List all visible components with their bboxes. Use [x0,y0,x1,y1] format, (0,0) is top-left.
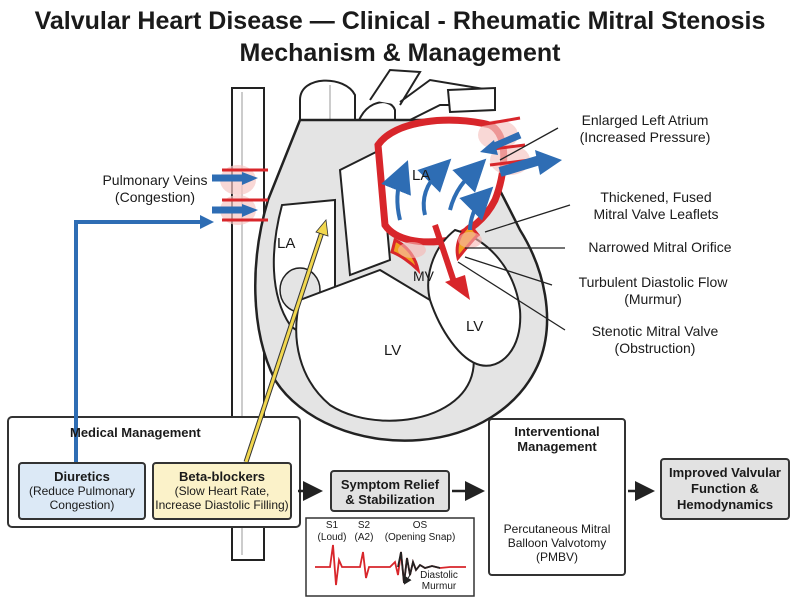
label-turbulent-flow: Turbulent Diastolic Flow (Murmur) [578,274,728,307]
turbulent-flow-arrow [432,224,458,286]
la-flow-arrows [381,158,494,231]
phono-os: OS (Opening Snap) [384,520,456,543]
label-enlarged-la: Enlarged Left Atrium (Increased Pressure… [579,112,711,145]
label-pulmonary-veins: Pulmonary Veins (Congestion) [102,172,208,205]
diuretic-link-arrow [74,220,205,462]
leader-lines [457,127,571,331]
phono-murmur: Diastolic Murmur [420,570,458,592]
outcome-box: Improved Valvular Function & Hemodynamic… [660,458,790,520]
diuretics-title: Diuretics [54,469,110,484]
symptom-relief-box: Symptom Relief & Stabilization [330,470,450,512]
large-ventricle-chamber [295,268,475,422]
label-stenotic-valve: Stenotic Mitral Valve (Obstruction) [591,323,719,356]
interventional-box: Interventional Management Percutaneous M… [488,418,626,576]
medical-management-title: Medical Management [70,425,201,440]
pulmonary-veins-left [212,165,268,225]
label-la-small: LA [412,167,431,184]
beta-blockers-box: Beta-blockers (Slow Heart Rate, Increase… [152,462,292,520]
page-subtitle: Mechanism & Management [239,39,561,67]
diuretics-box: Diuretics (Reduce Pulmonary Congestion) [18,462,146,520]
label-thickened-leaflets: Thickened, Fused Mitral Valve Leaflets [593,189,719,222]
pulmonary-veins-right [478,116,562,177]
label-lv-large: LV [384,342,402,359]
label-lv-small: LV [466,318,484,335]
label-mv: MV [413,268,434,284]
phono-s2: S2 (A2) [354,520,374,543]
left-ventricle-chamber [427,228,522,367]
beta-blockers-title: Beta-blockers [179,469,265,484]
label-la-large: LA [277,235,296,252]
page-title: Valvular Heart Disease — Clinical - Rheu… [34,7,766,35]
label-narrowed-orifice: Narrowed Mitral Orifice [588,239,732,255]
phono-s1: S1 (Loud) [317,520,347,543]
